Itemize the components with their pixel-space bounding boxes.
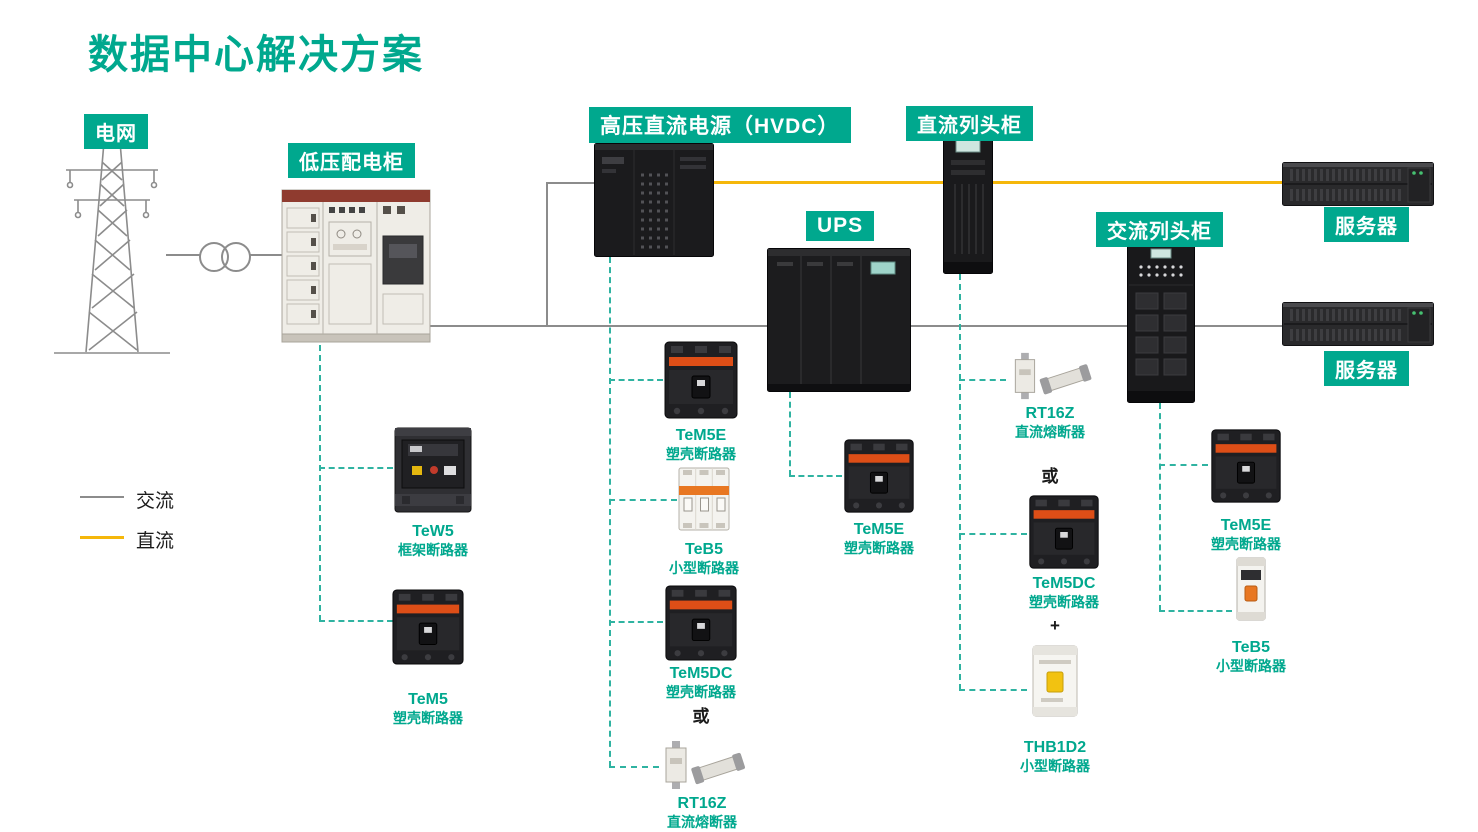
or-hvdc-text: 或 (692, 707, 710, 726)
ac-row-cabinet-image (1127, 243, 1195, 403)
teb5-ac-type: 小型断路器 (1216, 658, 1286, 674)
dash-acrow-vertical (1159, 403, 1161, 611)
ups-cabinet-image (767, 248, 911, 392)
plus-dc-text: + (1050, 616, 1060, 635)
line-transformer-to-cabinet (250, 254, 284, 256)
line-tower-to-transformer (166, 254, 200, 256)
tem5e-ups-type: 塑壳断路器 (844, 540, 914, 556)
teb5-ac-breaker-image (1232, 556, 1270, 622)
teb5-hvdc-name: TeB5 (685, 541, 723, 558)
dc-row-label: 直流列头柜 (906, 106, 1033, 141)
tem5dc-hvdc-type: 塑壳断路器 (666, 684, 736, 700)
dash-dcrow-to-rt16z (959, 379, 1006, 381)
legend-dc-label: 直流 (136, 531, 175, 552)
tem5dc-dc-label: TeM5DC 塑壳断路器 (1004, 574, 1124, 612)
lv-cabinet-label: 低压配电柜 (288, 143, 415, 178)
teb5-hvdc-type: 小型断路器 (669, 560, 739, 576)
server-bottom-label: 服务器 (1324, 351, 1409, 386)
tem5-type: 塑壳断路器 (393, 710, 463, 726)
dash-acrow-to-teb5 (1159, 610, 1232, 612)
teb5-ac-label: TeB5 小型断路器 (1191, 638, 1311, 676)
dash-ups-vertical (789, 392, 791, 476)
legend-ac-line (80, 496, 124, 498)
tem5dc-hvdc-name: TeM5DC (669, 665, 733, 682)
rt16z-dc-label: RT16Z 直流熔断器 (990, 404, 1110, 442)
server-top-label: 服务器 (1324, 207, 1409, 242)
tem5dc-dc-breaker-image (1027, 494, 1101, 570)
page-title: 数据中心解决方案 (88, 33, 424, 77)
dash-hvdc-to-rt16z (609, 766, 659, 768)
teb5-ac-name: TeB5 (1232, 639, 1270, 656)
tem5e-ups-label: TeM5E 塑壳断路器 (819, 520, 939, 558)
transmission-tower-image (48, 136, 176, 358)
server-bottom-image (1282, 300, 1434, 348)
tem5e-ac-type: 塑壳断路器 (1211, 536, 1281, 552)
server-top-image (1282, 160, 1434, 208)
tew5-name: TeW5 (412, 523, 454, 540)
tem5e-hvdc-type: 塑壳断路器 (666, 446, 736, 462)
dash-hvdc-to-tem5dc (609, 621, 663, 623)
tew5-breaker-image (392, 424, 474, 516)
rt16z-dc-fuse-image (1006, 350, 1094, 402)
rt16z-hvdc-label: RT16Z 直流熔断器 (642, 794, 762, 832)
tem5dc-dc-name: TeM5DC (1032, 575, 1096, 592)
lv-cabinet-image (281, 184, 431, 346)
line-ac-to-hvdc (546, 182, 600, 184)
transformer-coil-right (221, 242, 251, 272)
dash-dcrow-to-thb1d2 (959, 689, 1027, 691)
rt16z-hvdc-name: RT16Z (677, 795, 727, 812)
tem5e-hvdc-label: TeM5E 塑壳断路器 (641, 426, 761, 464)
thb1d2-name: THB1D2 (1023, 739, 1087, 756)
dash-hvdc-vertical (609, 257, 611, 767)
teb5-hvdc-breaker-image (677, 466, 731, 532)
tem5e-hvdc-breaker-image (663, 340, 739, 420)
tem5dc-hvdc-breaker-image (663, 584, 739, 662)
hvdc-cabinet-image (594, 143, 714, 257)
legend-ac-label: 交流 (136, 491, 175, 512)
rt16z-hvdc-type: 直流熔断器 (667, 814, 737, 830)
tem5e-hvdc-name: TeM5E (675, 427, 727, 444)
dc-row-cabinet-image (943, 132, 993, 274)
dash-acrow-to-tem5e (1159, 464, 1208, 466)
hvdc-label: 高压直流电源（HVDC） (589, 107, 851, 143)
dash-lv-to-tem5 (319, 620, 393, 622)
rt16z-hvdc-fuse-image (658, 738, 746, 792)
tem5dc-dc-type: 塑壳断路器 (1029, 594, 1099, 610)
dash-hvdc-to-tem5e (609, 379, 663, 381)
tew5-type: 框架断路器 (398, 542, 468, 558)
ac-row-label: 交流列头柜 (1096, 212, 1223, 247)
dash-lv-to-tew5 (319, 467, 393, 469)
dash-dcrow-vertical (959, 274, 961, 690)
teb5-hvdc-label: TeB5 小型断路器 (644, 540, 764, 578)
tem5-breaker-image (391, 588, 465, 666)
legend-dc-line (80, 536, 124, 539)
thb1d2-label: THB1D2 小型断路器 (995, 738, 1115, 776)
tem5e-ups-name: TeM5E (853, 521, 905, 538)
rt16z-dc-type: 直流熔断器 (1015, 424, 1085, 440)
tem5e-ac-breaker-image (1208, 428, 1284, 504)
tew5-label: TeW5 框架断路器 (373, 522, 493, 560)
grid-label: 电网 (84, 114, 148, 149)
thb1d2-type: 小型断路器 (1020, 758, 1090, 774)
tem5-label: TeM5 塑壳断路器 (368, 690, 488, 728)
line-ac-riser (546, 182, 548, 327)
dash-hvdc-to-teb5 (609, 499, 677, 501)
tem5dc-hvdc-label: TeM5DC 塑壳断路器 (641, 664, 761, 702)
dash-lv-vertical (319, 345, 321, 621)
dash-ups-to-tem5e (789, 475, 842, 477)
or-dc-text: 或 (1041, 467, 1059, 486)
tem5e-ac-name: TeM5E (1220, 517, 1272, 534)
rt16z-dc-name: RT16Z (1025, 405, 1075, 422)
line-dc-bus (712, 181, 1286, 184)
tem5e-ups-breaker-image (842, 438, 916, 514)
thb1d2-breaker-image (1027, 644, 1083, 718)
dash-dcrow-to-tem5dc (959, 533, 1027, 535)
ups-label: UPS (806, 211, 875, 241)
tem5-name: TeM5 (408, 691, 448, 708)
tem5e-ac-label: TeM5E 塑壳断路器 (1186, 516, 1306, 554)
